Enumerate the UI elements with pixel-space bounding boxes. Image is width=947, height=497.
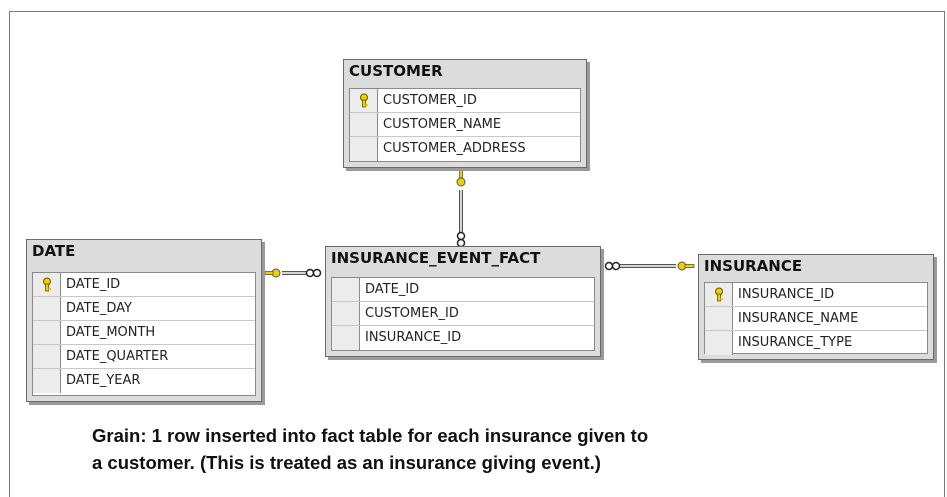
relationship-customer-fact[interactable] — [456, 165, 466, 248]
column-name: CUSTOMER_NAME — [383, 117, 502, 132]
table-title: DATE — [32, 242, 76, 260]
key-cell — [332, 278, 360, 301]
table-title: INSURANCE — [704, 257, 803, 275]
column-name: DATE_ID — [66, 277, 121, 292]
column-list: CUSTOMER_ID CUSTOMER_NAME CUSTOMER_ADDRE… — [349, 88, 581, 162]
column-name: DATE_YEAR — [66, 373, 141, 388]
key-icon — [264, 268, 281, 278]
table-insurance-event-fact[interactable]: INSURANCE_EVENT_FACT DATE_ID CUSTOMER_ID… — [325, 246, 601, 357]
column-name: DATE_ID — [365, 282, 420, 297]
key-cell — [350, 137, 378, 161]
infinity-icon — [305, 268, 322, 278]
infinity-icon — [604, 261, 621, 271]
relationship-date-fact[interactable] — [264, 268, 322, 278]
grain-caption: Grain: 1 row inserted into fact table fo… — [92, 422, 852, 476]
primary-key-cell — [705, 283, 733, 306]
key-icon — [715, 287, 723, 302]
relationship-fact-insurance[interactable] — [604, 261, 695, 271]
column-name: CUSTOMER_ADDRESS — [383, 141, 526, 156]
column-name: DATE_QUARTER — [66, 349, 169, 364]
table-date[interactable]: DATE DATE_ID DATE_DAY DATE_MONTH DATE_QU… — [26, 239, 262, 402]
column-row[interactable]: DATE_ID — [33, 273, 255, 297]
key-cell — [350, 113, 378, 136]
table-title: INSURANCE_EVENT_FACT — [331, 249, 541, 267]
column-row[interactable]: DATE_MONTH — [33, 321, 255, 345]
column-name: INSURANCE_TYPE — [738, 335, 853, 350]
column-name: INSURANCE_ID — [365, 330, 462, 345]
key-cell — [33, 345, 61, 368]
column-row[interactable]: DATE_QUARTER — [33, 345, 255, 369]
column-row[interactable]: INSURANCE_NAME — [705, 307, 927, 331]
key-cell — [33, 297, 61, 320]
key-cell — [705, 307, 733, 330]
key-icon — [677, 261, 695, 271]
key-cell — [332, 326, 360, 350]
infinity-icon — [456, 231, 466, 248]
table-title: CUSTOMER — [349, 62, 443, 80]
diagram-frame — [9, 11, 945, 497]
column-row[interactable]: INSURANCE_ID — [332, 326, 594, 350]
column-row[interactable]: CUSTOMER_ID — [332, 302, 594, 326]
key-cell — [332, 302, 360, 325]
column-row[interactable]: DATE_YEAR — [33, 369, 255, 393]
column-row[interactable]: DATE_ID — [332, 278, 594, 302]
key-icon — [360, 93, 368, 108]
key-cell — [705, 331, 733, 355]
column-name: DATE_MONTH — [66, 325, 156, 340]
column-row[interactable]: CUSTOMER_ID — [350, 89, 580, 113]
column-name: DATE_DAY — [66, 301, 132, 316]
column-list: INSURANCE_ID INSURANCE_NAME INSURANCE_TY… — [704, 282, 928, 355]
caption-line: a customer. (This is treated as an insur… — [92, 452, 601, 473]
primary-key-cell — [33, 273, 61, 296]
column-name: CUSTOMER_ID — [383, 93, 477, 108]
column-row[interactable]: CUSTOMER_ADDRESS — [350, 137, 580, 161]
key-icon — [456, 165, 466, 187]
column-row[interactable]: INSURANCE_ID — [705, 283, 927, 307]
column-row[interactable]: INSURANCE_TYPE — [705, 331, 927, 355]
table-customer[interactable]: CUSTOMER CUSTOMER_ID CUSTOMER_NAME CUSTO… — [343, 59, 587, 168]
key-icon — [43, 277, 51, 292]
key-cell — [33, 369, 61, 393]
column-list: DATE_ID DATE_DAY DATE_MONTH DATE_QUARTER… — [32, 272, 256, 396]
column-name: INSURANCE_ID — [738, 287, 835, 302]
column-row[interactable]: DATE_DAY — [33, 297, 255, 321]
column-name: INSURANCE_NAME — [738, 311, 859, 326]
caption-line: Grain: 1 row inserted into fact table fo… — [92, 425, 649, 446]
column-name: CUSTOMER_ID — [365, 306, 459, 321]
column-row[interactable]: CUSTOMER_NAME — [350, 113, 580, 137]
primary-key-cell — [350, 89, 378, 112]
key-cell — [33, 321, 61, 344]
column-list: DATE_ID CUSTOMER_ID INSURANCE_ID — [331, 277, 595, 351]
table-insurance[interactable]: INSURANCE INSURANCE_ID INSURANCE_NAME IN… — [698, 254, 934, 360]
